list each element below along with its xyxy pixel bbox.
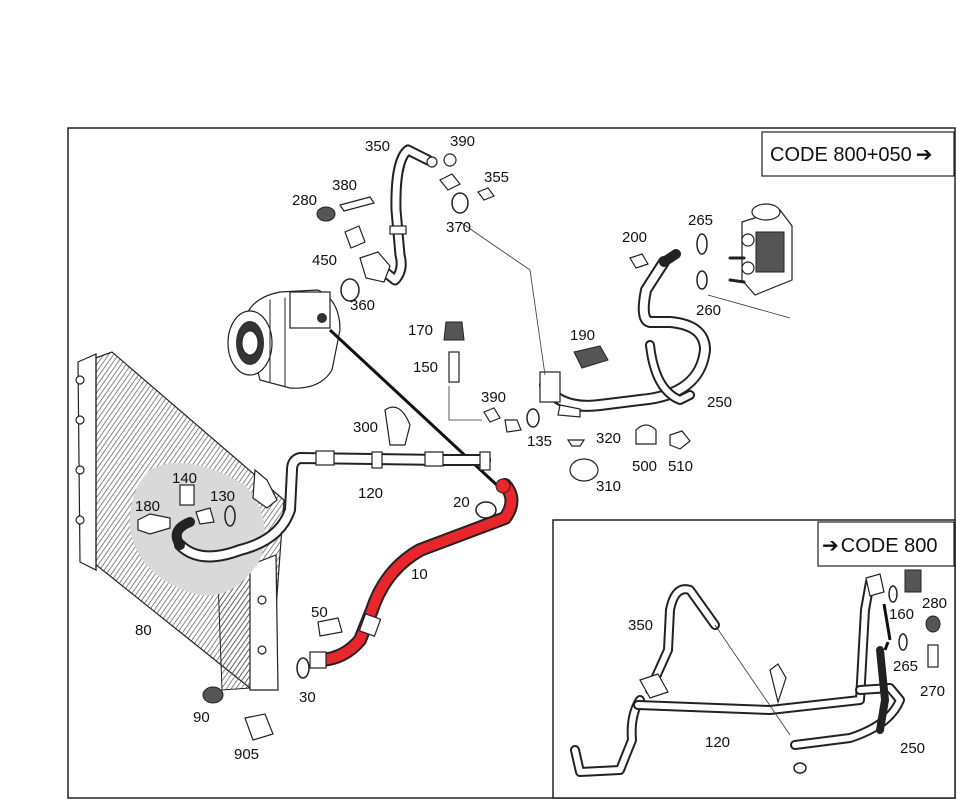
label-30: 30 [299,689,316,706]
refrigerant-line-10 [309,478,519,669]
condenser-bracket [252,468,278,509]
label-120: 120 [358,485,383,502]
label-360: 360 [350,297,375,314]
label-190: 190 [570,327,595,344]
inset-label-120: 120 [705,734,730,751]
condenser-shaded-region [129,462,265,596]
label-380: 380 [332,177,357,194]
code-800-box [817,521,955,567]
label-320: 320 [596,430,621,447]
inset-labels: 350 160 280 265 270 120 250 [628,595,947,757]
highlight-hose [317,480,517,665]
ac-compressor [227,289,341,389]
code-800-label: ➔CODE 800 [822,535,937,557]
label-300: 300 [353,419,378,436]
label-200: 200 [622,229,647,246]
label-390-mid: 390 [481,389,506,406]
label-135: 135 [527,433,552,450]
part-labels: 350 390 355 380 280 370 450 360 170 150 … [135,133,732,763]
label-355: 355 [484,169,509,186]
small-parts [137,153,708,741]
label-260: 260 [696,302,721,319]
label-390-top: 390 [450,133,475,150]
suction-hose-350 [359,144,438,286]
expansion-valve [728,203,793,296]
label-510: 510 [668,458,693,475]
label-370: 370 [446,219,471,236]
leader-lines [448,221,791,421]
inset-label-280: 280 [922,595,947,612]
label-50: 50 [311,604,328,621]
label-500: 500 [632,458,657,475]
code-800-050-box [761,131,955,177]
label-905: 905 [234,746,259,763]
label-20: 20 [453,494,470,511]
label-170: 170 [408,322,433,339]
label-250: 250 [707,394,732,411]
condenser [75,351,285,691]
pressure-line-250 [539,249,711,418]
inset-hoses [570,569,941,777]
label-450: 450 [312,252,337,269]
hose-120 [171,450,491,563]
label-10: 10 [411,566,428,583]
label-265: 265 [688,212,713,229]
label-350: 350 [365,138,390,155]
inset-label-350: 350 [628,617,653,634]
label-310: 310 [596,478,621,495]
label-90: 90 [193,709,210,726]
label-140: 140 [172,470,197,487]
main-frame [67,127,956,799]
label-80: 80 [135,622,152,639]
label-180: 180 [135,498,160,515]
label-280: 280 [292,192,317,209]
inset-label-270: 270 [920,683,945,700]
label-150: 150 [413,359,438,376]
inset-label-160: 160 [889,606,914,623]
label-130: 130 [210,488,235,505]
inset-label-250: 250 [900,740,925,757]
inset-label-265: 265 [893,658,918,675]
code-800-050-label: CODE 800+050➔ [770,144,933,166]
